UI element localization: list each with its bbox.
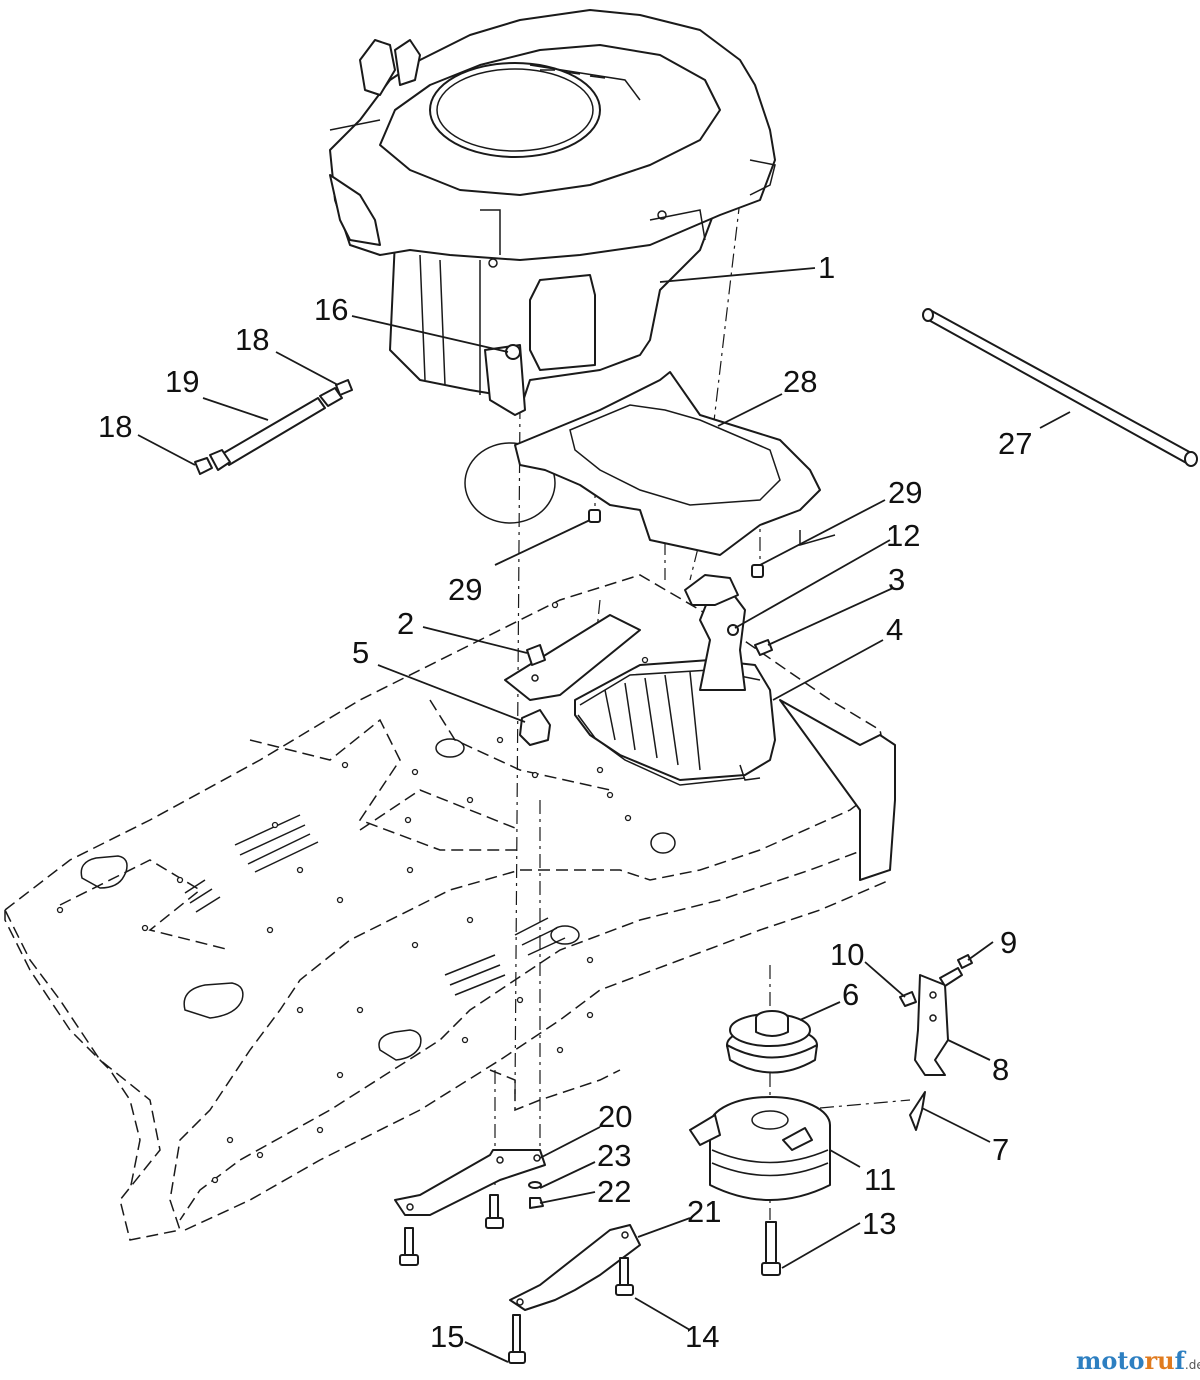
rod-assembly bbox=[194, 379, 353, 475]
callout-21: 21 bbox=[687, 1194, 721, 1229]
callout-22: 22 bbox=[597, 1174, 631, 1209]
callout-5: 5 bbox=[352, 635, 369, 670]
engine-brackets bbox=[394, 1149, 641, 1364]
callout-11: 11 bbox=[864, 1162, 896, 1197]
clutch bbox=[689, 1096, 831, 1201]
screws bbox=[588, 509, 764, 578]
bracket bbox=[899, 954, 973, 1131]
engine bbox=[329, 9, 776, 416]
watermark-suffix: .de bbox=[1184, 1358, 1200, 1372]
callout-6: 6 bbox=[842, 977, 859, 1012]
callout-18-top: 18 bbox=[235, 322, 269, 357]
callout-16: 16 bbox=[314, 292, 348, 327]
callout-4: 4 bbox=[886, 612, 903, 647]
callout-12: 12 bbox=[886, 518, 920, 553]
pulley bbox=[726, 1010, 818, 1074]
muffler-bracket bbox=[504, 614, 641, 746]
callout-14: 14 bbox=[685, 1319, 719, 1354]
callout-1: 1 bbox=[818, 250, 835, 285]
callout-labels: 1 16 18 19 18 28 27 29 12 29 3 2 4 5 10 … bbox=[98, 250, 1032, 1354]
callout-2: 2 bbox=[397, 606, 414, 641]
callout-18-left: 18 bbox=[98, 409, 132, 444]
callout-9: 9 bbox=[1000, 925, 1017, 960]
callout-13: 13 bbox=[862, 1206, 896, 1241]
bolt bbox=[761, 1221, 781, 1276]
watermark-part3: f bbox=[1174, 1346, 1185, 1375]
gasket-plate bbox=[514, 371, 821, 556]
callout-8: 8 bbox=[992, 1052, 1009, 1087]
watermark-part1: moto bbox=[1076, 1346, 1145, 1375]
callout-29-right: 29 bbox=[888, 475, 922, 510]
leaders bbox=[137, 267, 1071, 1363]
callout-19: 19 bbox=[165, 364, 199, 399]
watermark-part2: ru bbox=[1144, 1346, 1175, 1375]
callout-20: 20 bbox=[598, 1099, 632, 1134]
callout-28: 28 bbox=[783, 364, 817, 399]
callout-23: 23 bbox=[597, 1138, 631, 1173]
callout-15: 15 bbox=[430, 1319, 464, 1354]
tube bbox=[922, 308, 1198, 467]
muffler bbox=[574, 574, 776, 786]
callout-7: 7 bbox=[992, 1132, 1009, 1167]
watermark-logo: motoruf.de bbox=[1076, 1346, 1200, 1375]
callout-27: 27 bbox=[998, 426, 1032, 461]
frame bbox=[4, 442, 896, 1241]
callout-10: 10 bbox=[830, 937, 864, 972]
callout-29-left: 29 bbox=[448, 572, 482, 607]
callout-3: 3 bbox=[888, 562, 905, 597]
